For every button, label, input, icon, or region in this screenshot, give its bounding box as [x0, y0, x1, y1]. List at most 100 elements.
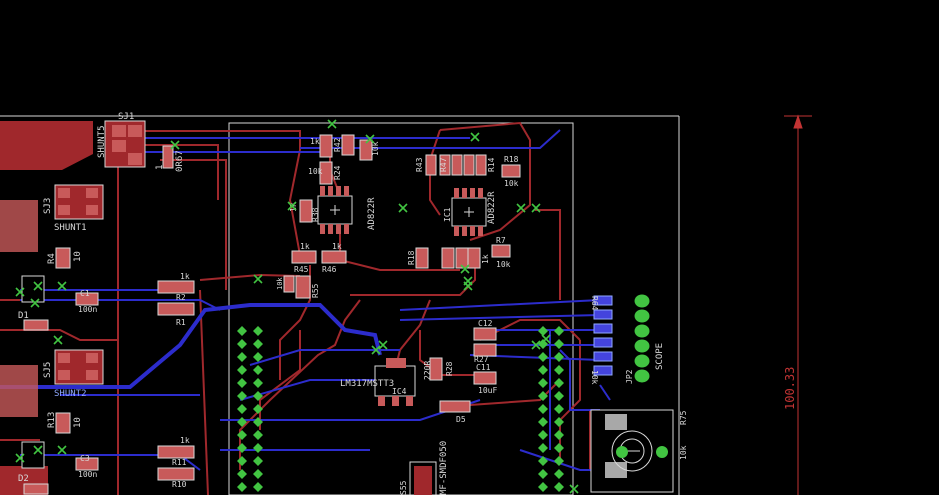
header-pin[interactable] [538, 352, 548, 362]
r46-resistor[interactable] [321, 250, 347, 264]
r42-resistor[interactable] [319, 134, 333, 158]
via [33, 281, 43, 291]
r45-resistor[interactable] [291, 250, 317, 264]
header-pin[interactable] [253, 443, 263, 453]
header-pin[interactable] [253, 469, 263, 479]
resistor-bank-top[interactable] [425, 154, 521, 178]
header-pin[interactable] [554, 352, 564, 362]
r-pair-b[interactable] [359, 139, 373, 161]
lm317-regulator-ic4[interactable] [374, 358, 416, 406]
header-pin[interactable] [538, 456, 548, 466]
r27-resistor[interactable] [473, 343, 497, 357]
sj3-jumper[interactable] [0, 184, 104, 252]
header-pin[interactable] [554, 404, 564, 414]
label-d5: D5 [456, 415, 466, 424]
header-pin[interactable] [253, 339, 263, 349]
d5-diode[interactable] [439, 400, 471, 413]
header-pin[interactable] [538, 417, 548, 427]
header-pin[interactable] [237, 365, 247, 375]
header-pin[interactable] [253, 352, 263, 362]
header-pin[interactable] [538, 482, 548, 492]
label-r11: R11 [172, 458, 187, 467]
label-r2: R2 [176, 293, 186, 302]
header-pin[interactable] [538, 365, 548, 375]
header-pin[interactable] [538, 430, 548, 440]
header-pin[interactable] [253, 378, 263, 388]
header-pin[interactable] [253, 391, 263, 401]
header-pin[interactable] [237, 391, 247, 401]
r2-resistor[interactable] [157, 280, 195, 294]
r64-resistor-array[interactable] [593, 295, 613, 376]
header-pin[interactable] [253, 430, 263, 440]
c3-capacitor[interactable] [75, 457, 99, 471]
via [378, 340, 388, 350]
small-cap-1[interactable] [23, 319, 49, 331]
jp2-scope-header[interactable] [634, 294, 650, 383]
r13-resistor[interactable] [55, 412, 71, 434]
r220-resistor[interactable] [429, 357, 443, 381]
header-pin[interactable] [237, 326, 247, 336]
header-pins-left[interactable] [237, 326, 263, 492]
header-pin[interactable] [237, 456, 247, 466]
header-pin[interactable] [237, 482, 247, 492]
header-pin[interactable] [237, 469, 247, 479]
r55-resistor[interactable] [295, 275, 311, 299]
r4-resistor[interactable] [55, 247, 71, 269]
header-pin[interactable] [554, 339, 564, 349]
header-pin[interactable] [538, 469, 548, 479]
header-pin[interactable] [237, 443, 247, 453]
header-pin[interactable] [554, 443, 564, 453]
header-pin[interactable] [237, 430, 247, 440]
ad822-opamp-1[interactable] [317, 186, 353, 234]
header-pins-right[interactable] [538, 326, 564, 492]
header-pin[interactable] [554, 456, 564, 466]
r38-resistor[interactable] [299, 199, 313, 223]
c11-capacitor[interactable] [473, 371, 497, 385]
resistor-bank-mid[interactable] [415, 244, 511, 269]
header-pin[interactable] [554, 365, 564, 375]
r75-potentiometer[interactable] [590, 409, 674, 493]
header-pin[interactable] [253, 326, 263, 336]
header-pin[interactable] [237, 378, 247, 388]
small-cap-2[interactable] [23, 483, 49, 495]
header-pin[interactable] [554, 469, 564, 479]
header-pin[interactable] [554, 391, 564, 401]
r11-resistor[interactable] [157, 445, 195, 459]
header-pin[interactable] [538, 378, 548, 388]
r-10k-small[interactable] [283, 275, 295, 293]
header-pin[interactable] [554, 326, 564, 336]
thick-bus-trace [0, 303, 382, 389]
header-pin[interactable] [237, 404, 247, 414]
header-pin[interactable] [253, 365, 263, 375]
r24-resistor[interactable] [319, 161, 333, 185]
header-pin[interactable] [237, 352, 247, 362]
r67-resistor[interactable] [162, 145, 174, 169]
header-pin[interactable] [237, 339, 247, 349]
header-pin[interactable] [253, 456, 263, 466]
header-pin[interactable] [554, 378, 564, 388]
r10-resistor[interactable] [157, 467, 195, 481]
sj1-jumper[interactable] [104, 120, 146, 168]
header-pin[interactable] [253, 404, 263, 414]
r1-resistor[interactable] [157, 302, 195, 316]
sj5-jumper[interactable] [0, 349, 104, 417]
label-k10a: 10k [308, 167, 323, 176]
header-pin[interactable] [554, 417, 564, 427]
c12-capacitor[interactable] [473, 327, 497, 341]
d2-diode[interactable] [21, 441, 45, 469]
header-pin[interactable] [538, 443, 548, 453]
header-pin[interactable] [538, 404, 548, 414]
header-pin[interactable] [554, 482, 564, 492]
c1-capacitor[interactable] [75, 292, 99, 306]
header-pin[interactable] [554, 430, 564, 440]
header-pin[interactable] [237, 417, 247, 427]
label-r38: R38 [311, 207, 320, 222]
header-pin[interactable] [253, 482, 263, 492]
ad822-opamp-ic1[interactable] [451, 188, 487, 236]
header-pin[interactable] [538, 391, 548, 401]
header-pin[interactable] [253, 417, 263, 427]
r-pair-a[interactable] [341, 134, 355, 156]
header-pin[interactable] [538, 326, 548, 336]
via [253, 274, 263, 284]
